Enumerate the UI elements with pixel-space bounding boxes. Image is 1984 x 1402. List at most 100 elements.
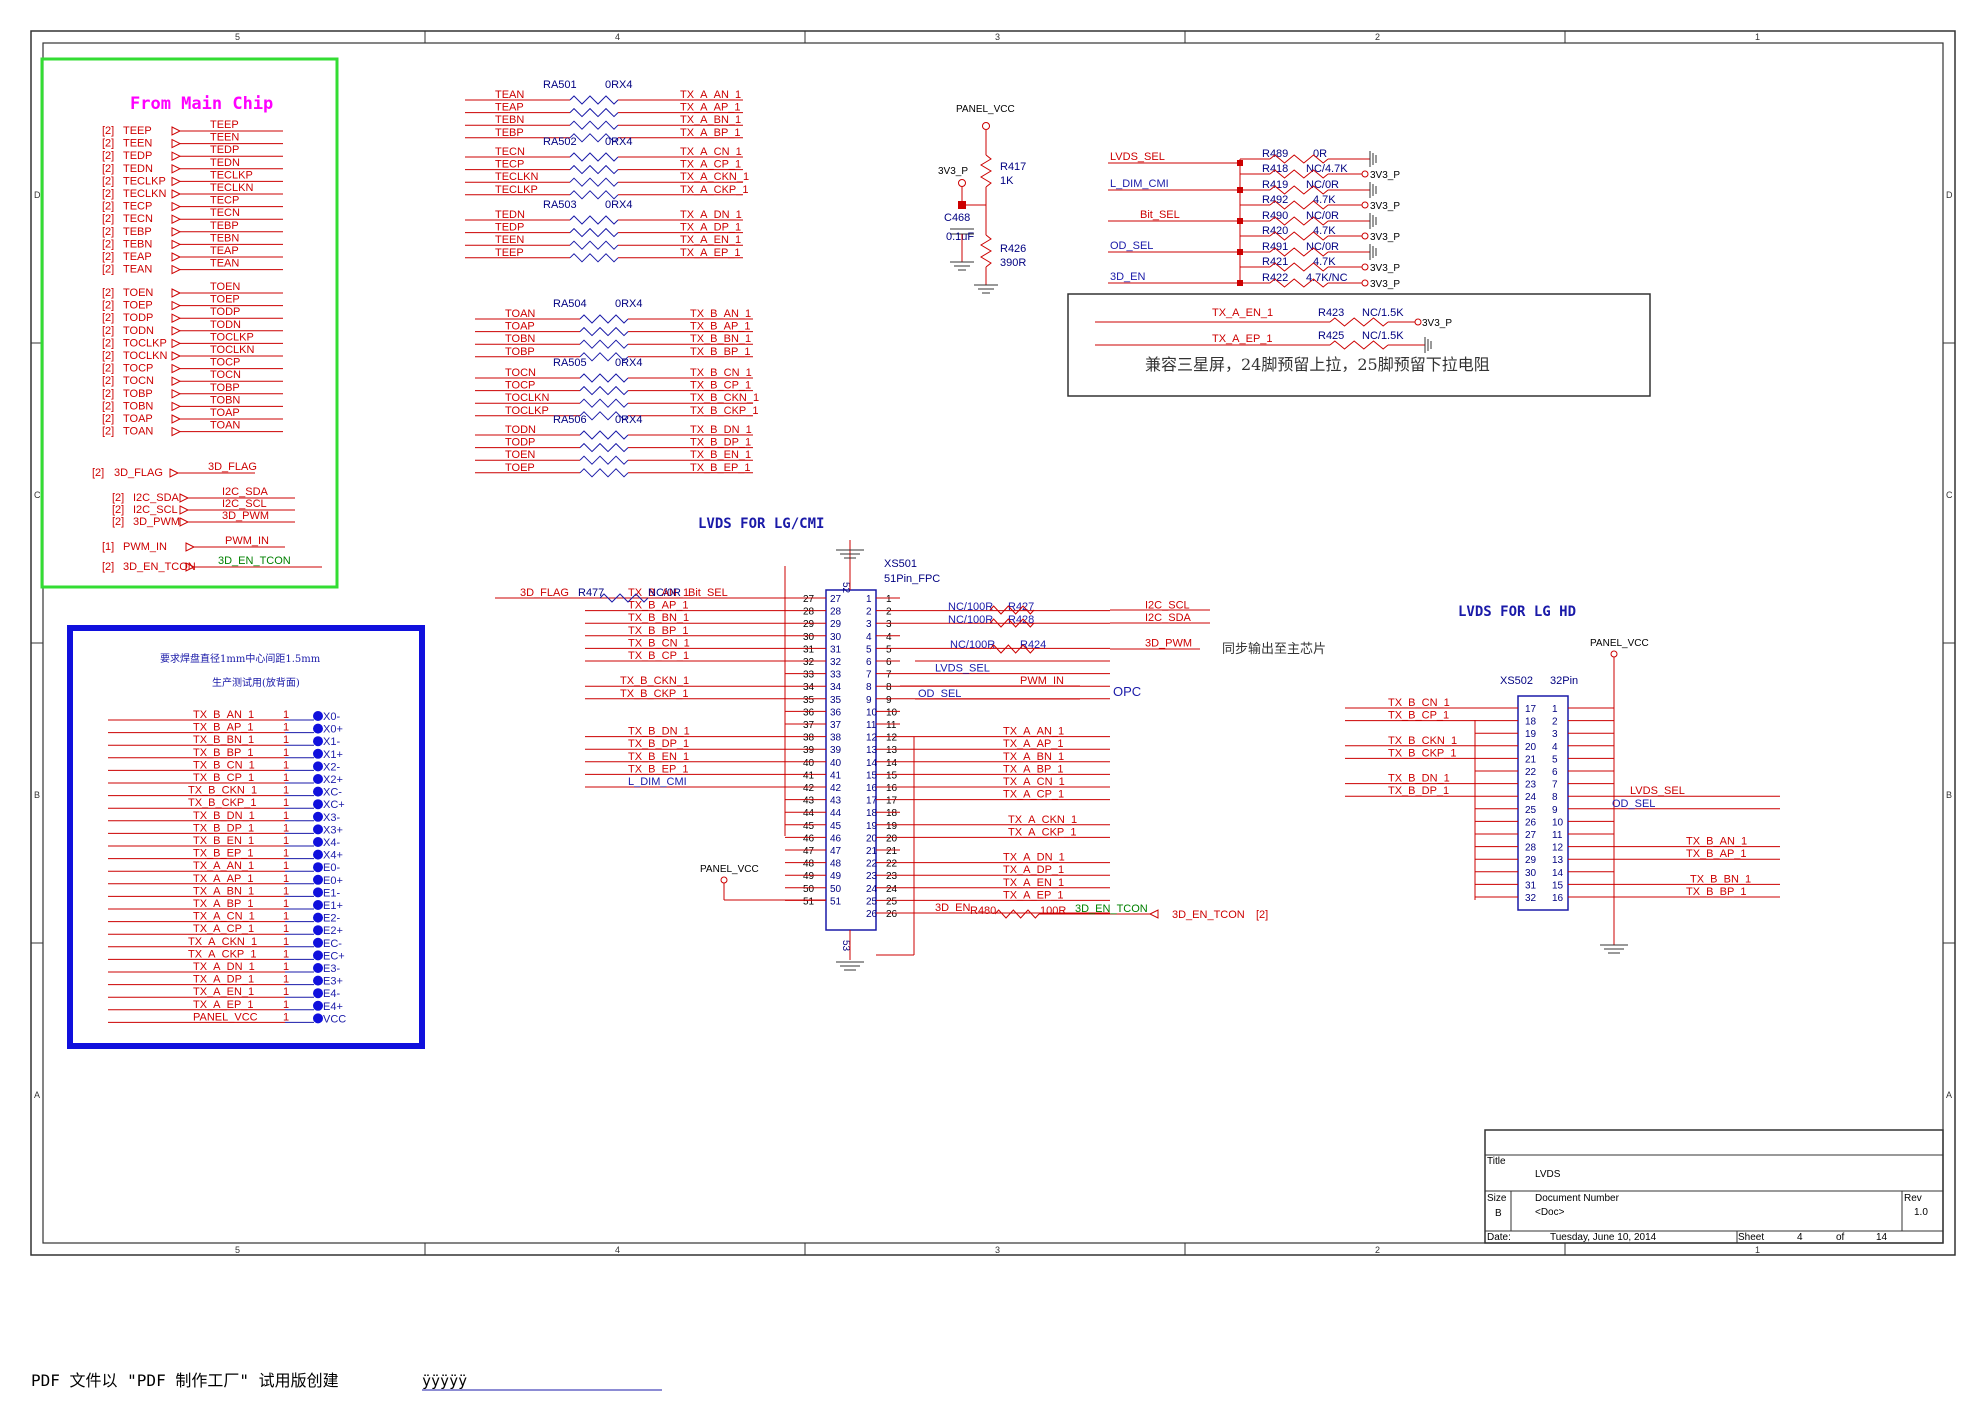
left-pin-number: 32: [1525, 893, 1537, 904]
array-input-net: TEAN: [495, 89, 524, 101]
rail-label: 3V3_P: [1370, 263, 1400, 274]
signal-tag: [2]: [102, 188, 114, 200]
right-pin-number: 8: [886, 682, 892, 693]
test-point-dot: [313, 723, 323, 734]
array-output-net: TX_B_AP_1: [690, 321, 751, 333]
signal-net-label: I2C_SCL: [222, 498, 267, 510]
test-point-label: X1+: [323, 749, 343, 761]
signal-tag: [2]: [102, 175, 114, 187]
port-arrow: [185, 542, 196, 552]
border-letter-left: A: [34, 1090, 40, 1100]
signal-port-label: 3D_PWM: [133, 516, 180, 528]
signal-net-label: I2C_SDA: [222, 486, 269, 498]
right-pin-inner: 23: [866, 871, 878, 882]
test-net-label: TX_A_CN_1: [193, 911, 255, 923]
left-pin-inner: 35: [830, 695, 842, 706]
right-pin-number: 13: [1552, 855, 1564, 866]
border-letter-left: B: [34, 790, 40, 800]
signal-port-label: TEBP: [123, 226, 152, 238]
array-input-net: TECN: [495, 146, 525, 158]
right-net-label: TX_B_BP_1: [1686, 886, 1747, 898]
test-net-label: PANEL_VCC: [193, 1011, 258, 1023]
right-pin-number: 15: [1552, 880, 1564, 891]
doc-value: <Doc>: [1535, 1207, 1565, 1218]
array-output-net: TX_A_DP_1: [680, 222, 741, 234]
left-pin-number: 28: [803, 607, 815, 618]
rail-terminal: [1361, 263, 1369, 271]
resistor-array-ref: RA503: [543, 199, 577, 211]
test-pin-number: 1: [283, 974, 289, 986]
signal-port-label: TECN: [123, 213, 153, 225]
signal-port-label: TOCLKP: [123, 337, 167, 349]
test-point-label: E4-: [323, 988, 340, 1000]
signal-tag: [2]: [112, 516, 124, 528]
right-pin-inner: 2: [866, 607, 872, 618]
r426-ref: R426: [1000, 243, 1026, 255]
array-input-net: TEDP: [495, 222, 524, 234]
compat-box: [1067, 293, 1651, 397]
cmi-panel-vcc: PANEL_VCC: [700, 864, 759, 875]
signal-tag: [1]: [102, 541, 114, 553]
option-signal-label: LVDS_SEL: [1110, 151, 1165, 163]
resistor-symbol: [569, 190, 619, 200]
port-arrow: [171, 376, 182, 387]
signal-port-label: I2C_SCL: [133, 504, 178, 516]
array-input-net: TOCN: [505, 367, 536, 379]
resistor-array-value: 0RX4: [615, 298, 643, 310]
port-arrow: [169, 468, 180, 478]
right-pin-number: 12: [886, 733, 898, 744]
test-pin-number: 1: [283, 747, 289, 759]
port-arrow: [171, 351, 182, 361]
right-pin-inner: 8: [866, 682, 872, 693]
size-label: Size: [1487, 1193, 1507, 1204]
v3p-label: 3V3_P: [938, 166, 968, 177]
signal-port-label: TEAP: [123, 251, 152, 263]
array-input-net: TOAN: [505, 308, 535, 320]
test-point-dot: [313, 874, 323, 885]
resistor-symbol: [579, 468, 629, 478]
footer-link[interactable]: ÿÿÿÿÿ: [422, 1372, 467, 1390]
signal-net-label: TECLKP: [210, 169, 253, 181]
test-point-label: E2-: [323, 913, 340, 925]
resistor-symbol: [579, 430, 629, 440]
resistor-symbol: [989, 605, 1035, 615]
array-output-net: TX_A_EN_1: [680, 234, 741, 246]
left-net-label: TX_B_AP_1: [628, 600, 689, 612]
right-net-label: I2C_SDA: [1145, 612, 1192, 624]
signal-tag: [2]: [102, 287, 114, 299]
left-net-label: TX_B_CKP_1: [1388, 747, 1456, 759]
test-point-dot: [313, 988, 323, 999]
signal-tag: [2]: [102, 238, 114, 250]
right-net-label: OD_SEL: [918, 688, 961, 700]
border-letter-left: D: [34, 190, 41, 200]
size-value: B: [1495, 1208, 1502, 1219]
right-pin-number: 4: [1552, 742, 1558, 753]
left-pin-number: 25: [1525, 805, 1537, 816]
resistor-array-value: 0RX4: [605, 79, 633, 91]
resistor-symbol: [569, 107, 619, 118]
right-pin-number: 17: [886, 796, 898, 807]
left-pin-inner: 51: [830, 896, 842, 907]
left-pin-number: 36: [803, 707, 815, 718]
en-tcon-tag: [2]: [1256, 909, 1268, 921]
signal-tag: [2]: [102, 388, 114, 400]
right-net-label: 3D_EN: [935, 902, 971, 914]
pin-52: 52: [840, 582, 851, 594]
test-net-label: TX_B_BN_1: [193, 734, 254, 746]
left-net-label: TX_B_CN_1: [628, 637, 690, 649]
signal-tag: [2]: [102, 300, 114, 312]
array-output-net: TX_A_AN_1: [680, 89, 741, 101]
right-net-label: 3D_PWM: [1145, 637, 1192, 649]
signal-tag: [2]: [102, 226, 114, 238]
array-input-net: TEEP: [495, 247, 524, 259]
r417-val: 1K: [1000, 175, 1014, 187]
right-net-label: TX_B_AP_1: [1686, 848, 1747, 860]
rail-terminal: [1361, 279, 1369, 287]
array-output-net: TX_B_DN_1: [690, 424, 752, 436]
c468-val: 0.1uF: [946, 231, 974, 243]
right-pin-inner: 24: [866, 884, 878, 895]
test-point-label: E0+: [323, 875, 343, 887]
array-output-net: TX_A_CKP_1: [680, 184, 748, 196]
signal-tag: [2]: [102, 413, 114, 425]
